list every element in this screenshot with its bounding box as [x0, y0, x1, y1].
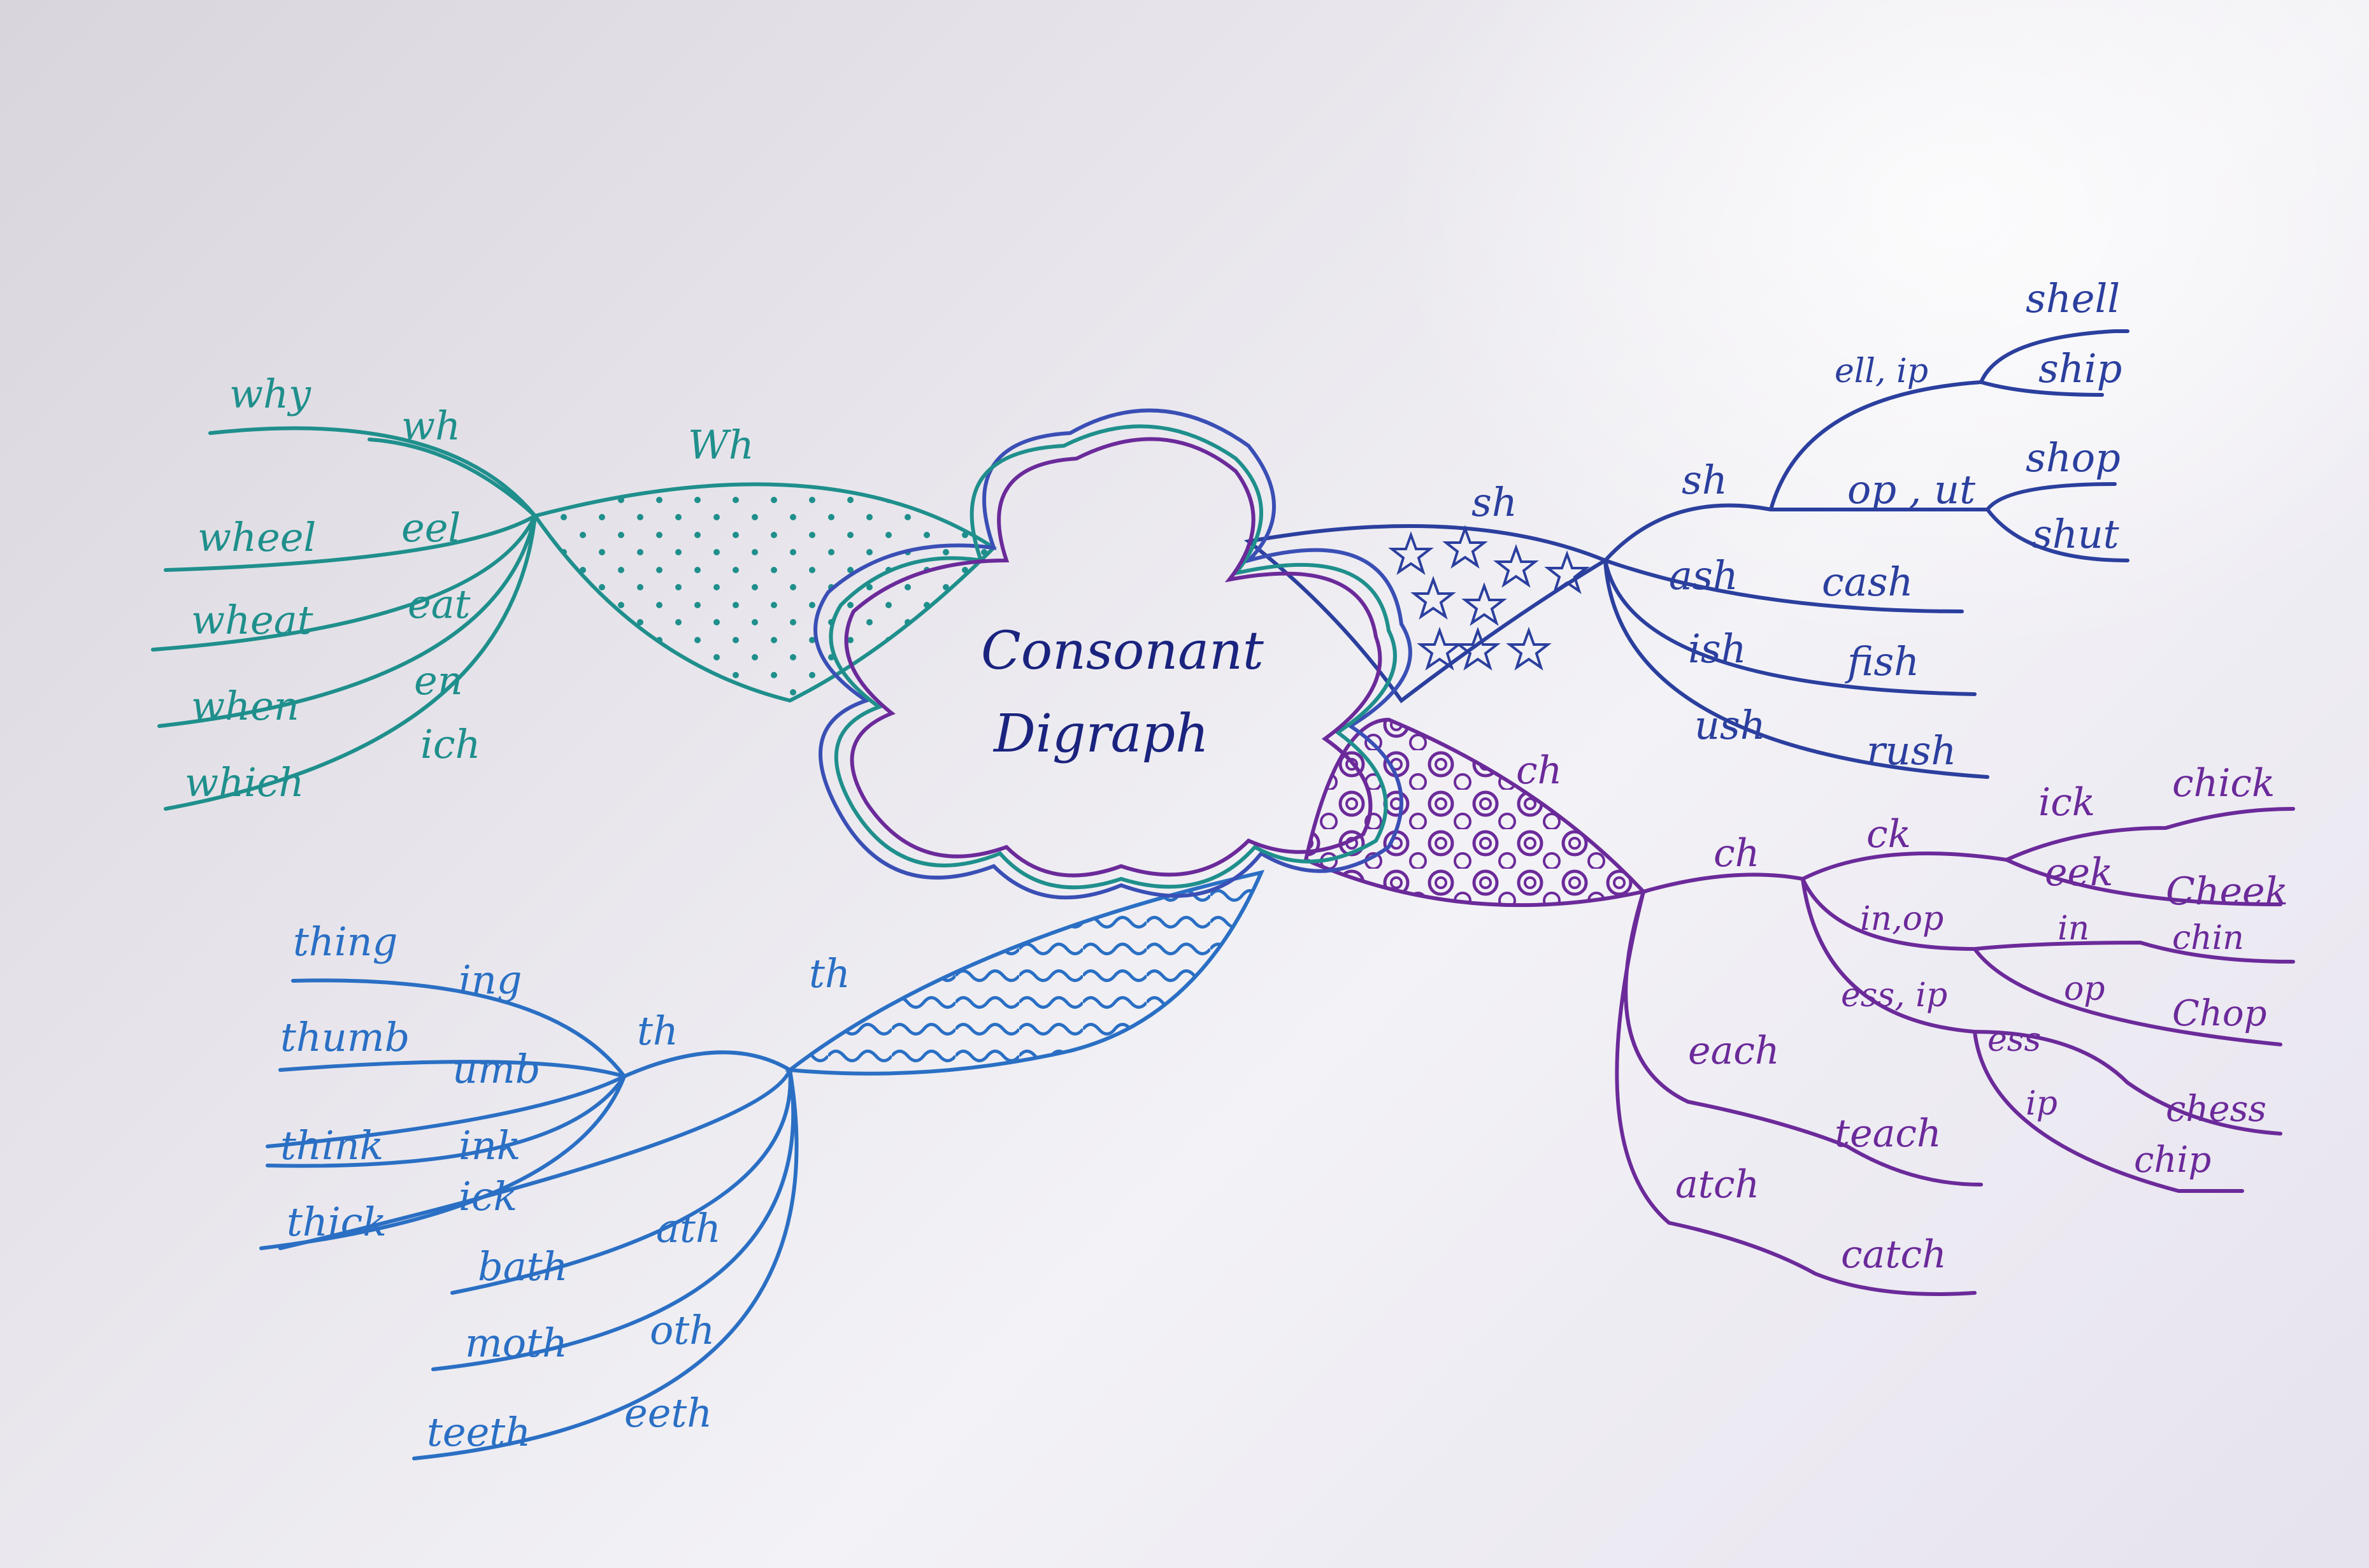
th-part: ick [459, 1173, 517, 1220]
sh-part: ush [1694, 702, 1766, 748]
sh-sub-label: sh [1682, 457, 1728, 503]
sh-part: op , ut [1847, 466, 1975, 513]
wh-word: when [191, 683, 299, 729]
wh-word: which [185, 759, 304, 806]
th-word: moth [465, 1320, 568, 1366]
th-word: teeth [427, 1409, 531, 1455]
ch-word: chip [2134, 1139, 2211, 1181]
ch-part: ick [2038, 780, 2095, 825]
th-labels: th th thing ing thumb umb think ink thic… [280, 918, 850, 1455]
wh-part: eel [401, 504, 461, 551]
sh-branch [1243, 329, 2129, 779]
th-word: thick [287, 1199, 387, 1245]
sh-part: ash [1669, 552, 1738, 599]
ch-word: chess [2166, 1088, 2266, 1130]
wh-labels: Wh wh why wheel eel wheat eat when en wh… [185, 371, 754, 806]
sh-labels: sh sh ell, ip shell ship op , ut shop sh… [1471, 275, 2122, 774]
center-title-line2: Digraph [992, 704, 1209, 764]
th-branch [259, 869, 1265, 1460]
ch-part: each [1688, 1029, 1780, 1073]
th-word: think [280, 1122, 383, 1169]
center-title-line1: Consonant [981, 621, 1264, 681]
sh-branch-label: sh [1471, 479, 1517, 525]
ch-branch [1303, 717, 2295, 1296]
wh-sub-label: wh [401, 403, 461, 449]
ch-sub-label: ch [1714, 831, 1759, 876]
ch-labels: ch ch ck ick chick eek Cheek in,op in ch… [1516, 748, 2288, 1277]
wh-word: why [229, 371, 311, 417]
sh-word: shell [2026, 275, 2120, 322]
sh-word: ship [2038, 345, 2122, 392]
th-sub-label: th [637, 1008, 678, 1054]
ch-word: Chop [2172, 993, 2266, 1034]
ch-part: ess [1987, 1021, 2041, 1059]
th-part: eeth [624, 1390, 712, 1436]
th-part: ath [656, 1205, 721, 1251]
ch-part: in [2058, 909, 2089, 948]
wh-connector-shape [532, 482, 997, 703]
th-word: bath [478, 1243, 568, 1290]
th-part: ink [459, 1122, 520, 1169]
center-cloud [813, 408, 1412, 900]
th-part: oth [650, 1307, 715, 1353]
wh-part: ich [420, 721, 480, 767]
ch-part: op [2064, 970, 2105, 1008]
sh-word: cash [1822, 559, 1913, 605]
sh-part: ell, ip [1835, 352, 1928, 390]
ch-word: teach [1835, 1111, 1942, 1156]
ch-group-label: ck [1866, 812, 1911, 857]
wh-word: wheat [191, 597, 313, 643]
sh-word: shut [2032, 511, 2119, 557]
wh-branch-label: Wh [688, 422, 754, 468]
sh-word: shop [2026, 434, 2121, 481]
ch-word: catch [1841, 1232, 1947, 1277]
ch-branch-label: ch [1516, 748, 1562, 793]
ch-part: atch [1675, 1162, 1759, 1207]
wh-part: eat [408, 581, 471, 627]
ch-group-label: ess, ip [1841, 976, 1947, 1015]
sh-connector-shape [1243, 524, 1610, 704]
th-word: thumb [280, 1014, 410, 1060]
th-part: umb [452, 1046, 540, 1092]
ch-word: Cheek [2166, 869, 2288, 914]
wh-word: wheel [197, 514, 316, 560]
star-marks [1388, 525, 1590, 671]
ch-word: chin [2172, 919, 2244, 957]
ch-word: chick [2172, 761, 2275, 806]
th-word: thing [293, 918, 397, 965]
sh-word: rush [1866, 727, 1956, 774]
wh-branch [151, 426, 997, 811]
ch-part: ip [2026, 1085, 2058, 1123]
sh-part: ish [1688, 625, 1747, 672]
th-branch-label: th [809, 950, 850, 997]
ch-group-label: in,op [1860, 900, 1943, 938]
th-connector-shape [785, 869, 1265, 1076]
wh-part: en [414, 657, 463, 704]
sh-word: fish [1845, 638, 1919, 685]
ch-part: eek [2045, 850, 2113, 895]
th-part: ing [459, 957, 522, 1003]
